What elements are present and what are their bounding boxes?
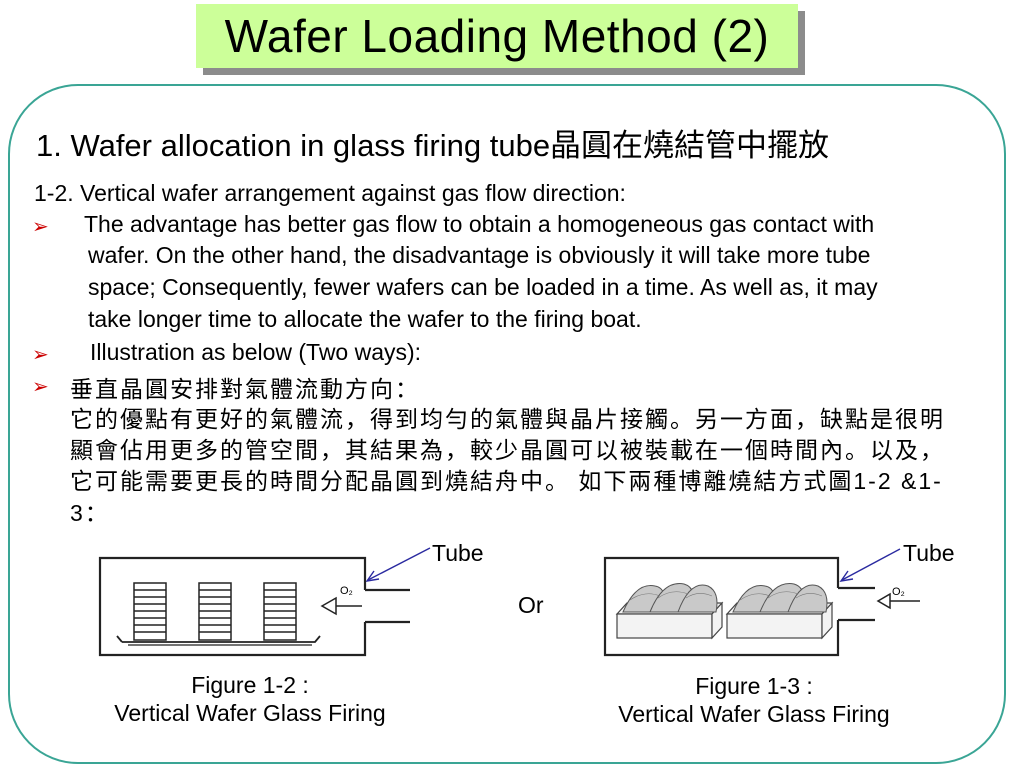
figure-right-caption-desc: Vertical Wafer Glass Firing (618, 701, 890, 727)
bullet3-line-3: 顯會佔用更多的管空間，其結果為，較少晶圓可以被裝載在一個時間內。以及， (70, 437, 945, 463)
gas-label-left: O₂ (340, 585, 353, 597)
bullet1-line-4: take longer time to allocate the wafer t… (88, 306, 642, 332)
section-heading: 1. Wafer allocation in glass firing tube… (36, 128, 830, 163)
figure-right-caption-title: Figure 1-3 : (695, 673, 813, 699)
or-label: Or (518, 592, 544, 618)
bullet3-line-4: 它可能需要更長的時間分配晶圓到燒結舟中。 如下兩種博離燒結方式圖1-2 &1- (70, 468, 943, 494)
title-banner: Wafer Loading Method (2) (196, 4, 798, 68)
bullet-arrow-icon: ➢ (32, 376, 49, 398)
bullet3-line-2: 它的優點有更好的氣體流，得到均勻的氣體與晶片接觸。另一方面，缺點是很明 (70, 406, 945, 432)
gas-label-right: O₂ (892, 586, 905, 598)
figure-left-caption-title: Figure 1-2 : (191, 672, 309, 698)
content-frame (8, 84, 1006, 764)
bullet-arrow-icon: ➢ (32, 216, 49, 238)
bullet1-line-2: wafer. On the other hand, the disadvanta… (88, 242, 871, 268)
bullet1-line-1: The advantage has better gas flow to obt… (84, 211, 875, 237)
bullet2-text: Illustration as below (Two ways): (90, 339, 422, 365)
subsection-heading: 1-2. Vertical wafer arrangement against … (34, 180, 626, 206)
tube-label-right: Tube (903, 540, 955, 566)
page-title: Wafer Loading Method (2) (224, 10, 770, 62)
bullet-arrow-icon: ➢ (32, 344, 49, 366)
bullet3-line-5: 3： (70, 500, 110, 526)
bullet3-line-1: 垂直晶圓安排對氣體流動方向： (70, 376, 420, 402)
figure-left-caption-desc: Vertical Wafer Glass Firing (114, 700, 386, 726)
tube-label-left: Tube (432, 540, 484, 566)
bullet1-line-3: space; Consequently, fewer wafers can be… (88, 274, 878, 300)
